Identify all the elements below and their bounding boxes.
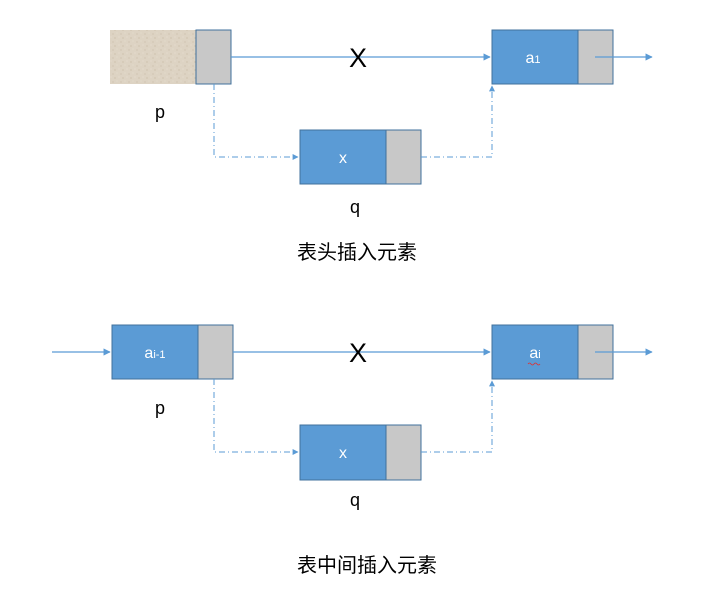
prev-node-pointer: [197, 324, 234, 380]
head-insertion-section: p X a1 x q 表头插入元素: [110, 29, 653, 264]
spellcheck-squiggle: [527, 362, 541, 366]
next-node-label: ai: [529, 345, 540, 362]
new-pointer-label: q: [350, 197, 360, 217]
new-node-label: x: [339, 150, 347, 167]
top-caption: 表头插入元素: [297, 240, 417, 264]
new-pointer-label-middle: q: [350, 490, 360, 510]
new-node-data: [299, 129, 387, 185]
new-to-first-link: [421, 85, 495, 158]
new-node-label-middle: x: [339, 445, 347, 462]
cut-mark: X: [349, 43, 367, 73]
first-node-label: a1: [525, 50, 540, 67]
prev-node-label: ai-1: [144, 345, 165, 362]
head-to-new-link: [213, 84, 299, 160]
new-to-next-link: [421, 380, 495, 453]
prev-pointer-label: p: [155, 398, 165, 418]
head-pointer-label: p: [155, 102, 165, 122]
cut-mark-middle: X: [349, 338, 367, 368]
next-node-data: [491, 324, 579, 380]
new-node-pointer-middle: [385, 424, 422, 481]
prev-to-new-link: [213, 379, 299, 455]
middle-insertion-section: ai-1 p X ai x q 表中间插入元素: [52, 324, 653, 577]
head-node-pointer: [195, 29, 232, 85]
new-node-pointer: [385, 129, 422, 185]
bottom-caption: 表中间插入元素: [297, 553, 437, 577]
head-node-data: [110, 30, 196, 84]
